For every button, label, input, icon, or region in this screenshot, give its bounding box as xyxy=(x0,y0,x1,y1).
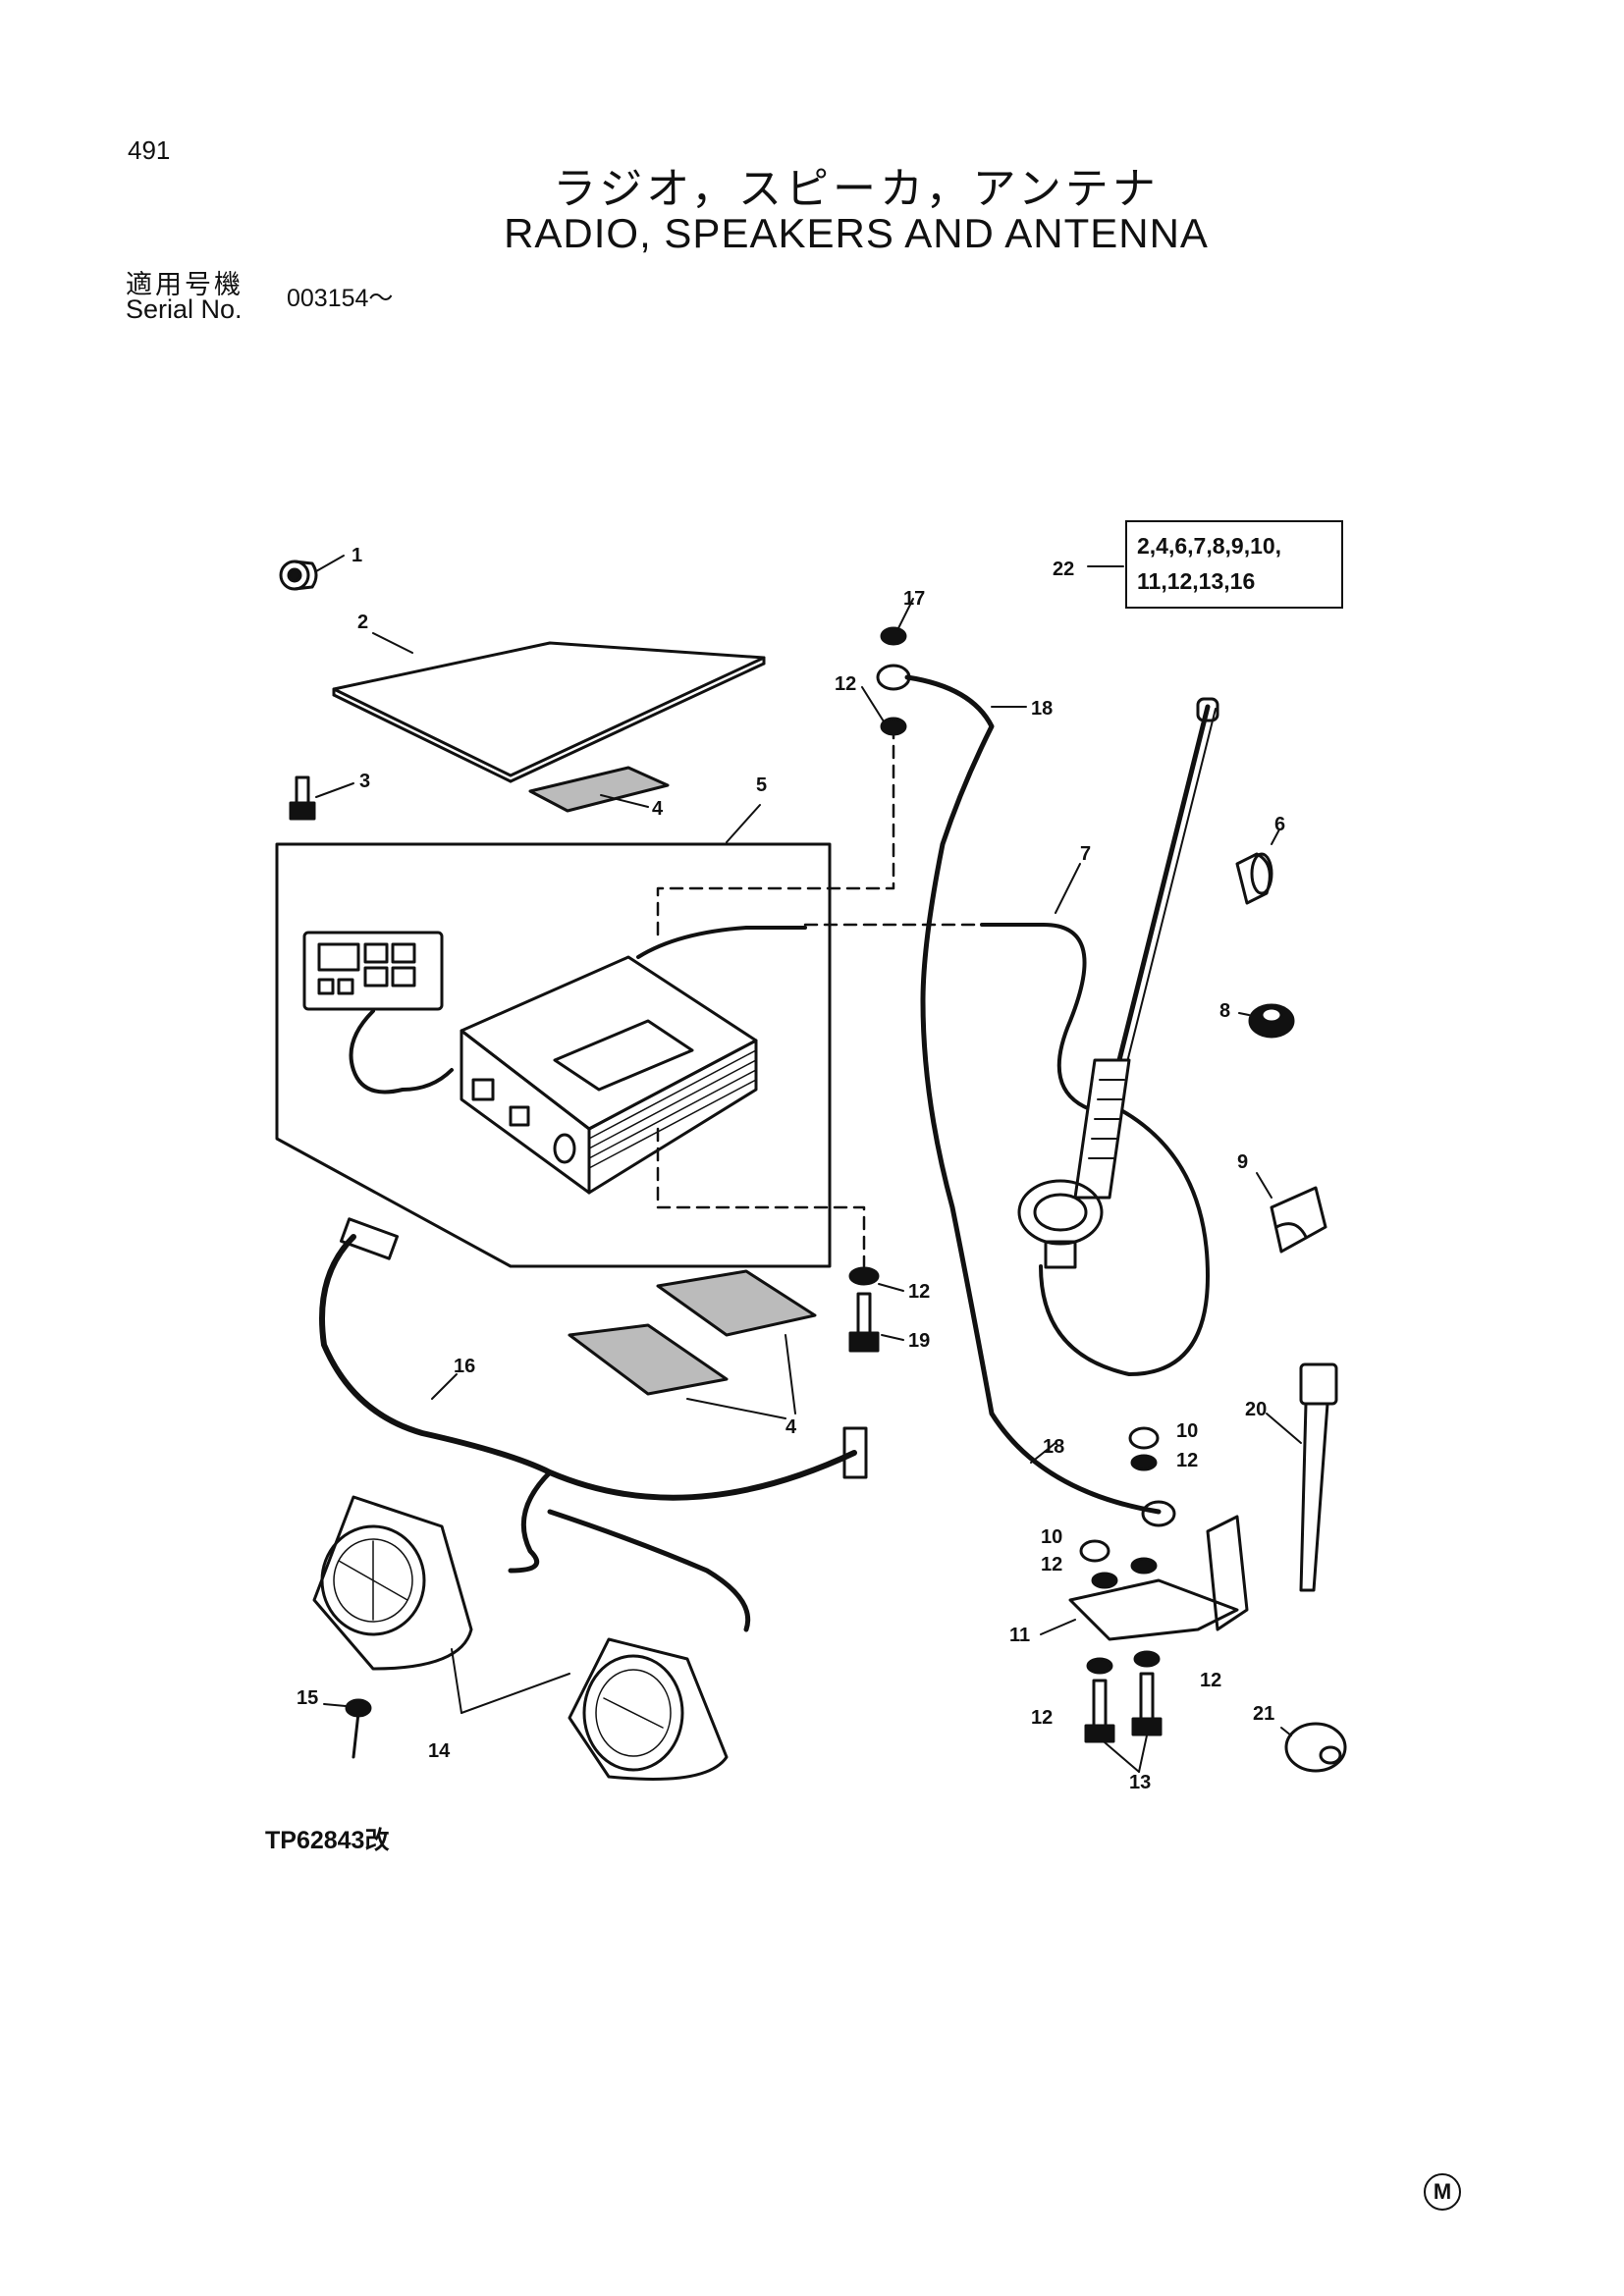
corner-mark: M xyxy=(1424,2173,1461,2211)
callout-1: 1 xyxy=(352,545,362,566)
callout-2: 2 xyxy=(357,612,368,633)
callout-labels: 1 2 3 4 5 22 17 12 18 7 6 8 9 12 19 16 4… xyxy=(297,545,1285,1793)
callout-12-lower-right: 12 xyxy=(1200,1670,1221,1691)
kit-contents-line-1: 2,4,6,7,8,9,10, xyxy=(1137,533,1282,559)
part-14-speaker-left xyxy=(312,1495,473,1671)
part-17-nut xyxy=(880,598,914,646)
serial-label-japanese: 適用号機 xyxy=(126,270,244,300)
callout-18-lower: 18 xyxy=(1043,1436,1064,1458)
title-english: RADIO, SPEAKERS AND ANTENNA xyxy=(504,210,1209,256)
kit-contents-box: 2,4,6,7,8,9,10, 11,12,13,16 xyxy=(1125,520,1343,609)
title-japanese: ラジオ，スピーカ，アンテナ xyxy=(553,164,1160,214)
part-11-bracket xyxy=(1040,1515,1249,1641)
part-5-radio-frame xyxy=(275,804,832,1268)
callout-12-upper: 12 xyxy=(835,673,856,695)
part-6-grommet xyxy=(1235,828,1280,905)
callout-14: 14 xyxy=(428,1740,451,1762)
callout-16: 16 xyxy=(454,1356,475,1377)
callout-10-upper: 10 xyxy=(1176,1420,1198,1442)
part-12-washer-mid xyxy=(848,1266,904,1292)
callout-12-lower-left: 12 xyxy=(1031,1707,1053,1729)
part-13-bolts xyxy=(1084,1672,1163,1773)
part-12-washers-lower xyxy=(1086,1454,1161,1675)
callout-4-lower: 4 xyxy=(785,1416,797,1438)
callout-5: 5 xyxy=(756,774,767,796)
callout-12-mid: 12 xyxy=(908,1281,930,1303)
callout-11: 11 xyxy=(1009,1625,1030,1646)
callout-12-right-upper: 12 xyxy=(1176,1450,1198,1471)
part-14-speaker-right xyxy=(451,1637,729,1781)
callout-13: 13 xyxy=(1129,1772,1151,1793)
callout-19: 19 xyxy=(908,1330,930,1352)
callout-7: 7 xyxy=(1080,843,1091,865)
antenna xyxy=(1017,697,1219,1269)
callout-15: 15 xyxy=(297,1687,318,1709)
part-19-bolt xyxy=(848,1292,904,1353)
callout-10-lower: 10 xyxy=(1041,1526,1062,1548)
callout-6: 6 xyxy=(1274,814,1285,835)
part-12-washer-upper xyxy=(861,686,907,736)
callout-4: 4 xyxy=(652,798,664,820)
callout-3: 3 xyxy=(359,771,370,792)
serial-label-english: Serial No. xyxy=(126,294,243,324)
callout-9: 9 xyxy=(1237,1151,1248,1173)
part-9-clamp xyxy=(1256,1172,1327,1254)
part-3-bolt xyxy=(289,775,354,821)
callout-8: 8 xyxy=(1219,1000,1230,1022)
dashed-connections xyxy=(656,724,984,1268)
part-4-pad-lower xyxy=(568,1269,817,1419)
kit-contents-line-2: 11,12,13,16 xyxy=(1137,568,1256,594)
part-8-bushing xyxy=(1238,1003,1295,1039)
callout-22: 22 xyxy=(1053,559,1074,580)
part-10-nut xyxy=(1079,1426,1160,1563)
part-2-plate xyxy=(332,632,766,783)
part-4-pad-upper xyxy=(528,766,670,813)
callout-12-left: 12 xyxy=(1041,1554,1062,1575)
callout-20: 20 xyxy=(1245,1399,1267,1420)
part-18-ground-strap xyxy=(876,664,1176,1527)
figure-code: TP62843改 xyxy=(265,1827,390,1854)
part-7-antenna-cable xyxy=(980,863,1210,1376)
part-21-cap xyxy=(1280,1722,1347,1773)
part-1-knob xyxy=(279,555,345,591)
part-20-cable-tie xyxy=(1266,1362,1338,1592)
callout-17: 17 xyxy=(903,588,925,610)
callout-18-upper: 18 xyxy=(1031,698,1053,720)
part-15-screw xyxy=(323,1698,372,1759)
part-16-harness xyxy=(319,1217,868,1632)
page-number: 491 xyxy=(128,135,171,165)
serial-value: 003154～ xyxy=(287,285,394,312)
callout-21: 21 xyxy=(1253,1703,1274,1725)
